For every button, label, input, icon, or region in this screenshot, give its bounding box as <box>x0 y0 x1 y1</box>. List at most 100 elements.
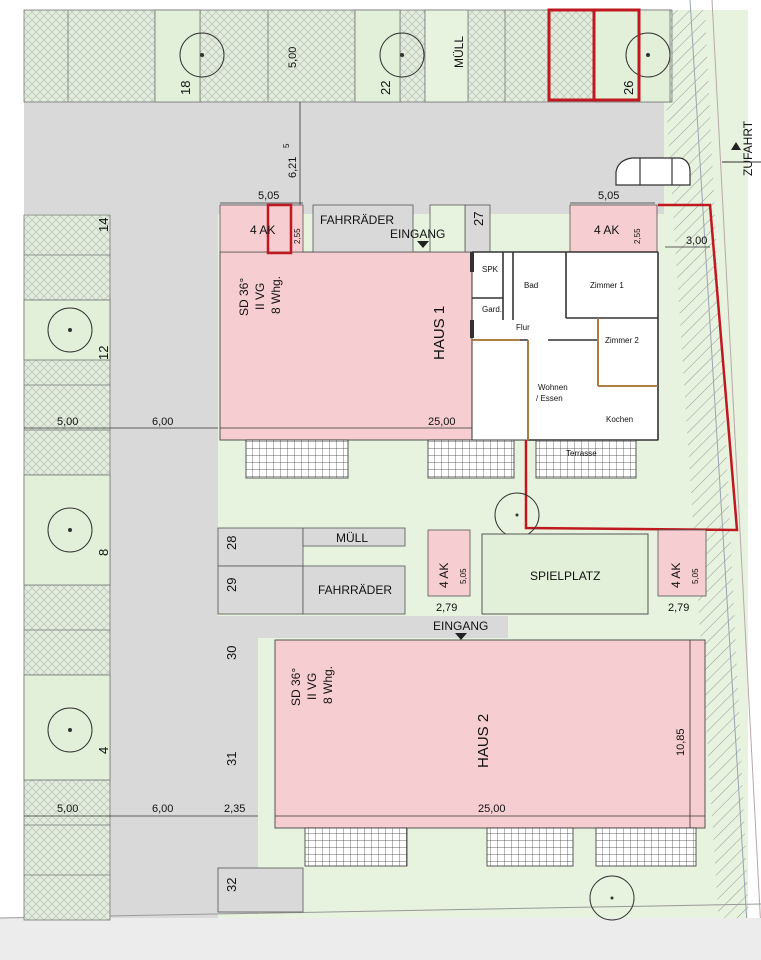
tree-box-left-1 <box>23 299 111 361</box>
tree-box-left-2 <box>23 474 111 586</box>
parking-top <box>23 9 673 103</box>
floorplan-kochen: Kochen <box>606 415 633 424</box>
haus1-fahrraeder-label: FAHRRÄDER <box>320 213 394 227</box>
haus2-units: 8 Whg. <box>321 666 335 704</box>
zufahrt-arrow-icon <box>731 142 741 150</box>
dim-top-500: 5,00 <box>287 47 299 68</box>
ak-middle-left <box>427 529 471 597</box>
tree-circle-mid-center <box>515 513 519 517</box>
dim-1085: 10,85 <box>675 728 687 756</box>
floorplan-wohnen: Wohnen <box>538 383 568 392</box>
boundary-line <box>689 0 749 941</box>
haus1-number-27: 27 <box>471 212 486 226</box>
dim-621-sup: 5 <box>282 143 291 148</box>
spielplatz-label: SPIELPLATZ <box>530 569 600 583</box>
path-eingang-2 <box>218 616 508 638</box>
parking-number-4: 4 <box>96 747 111 754</box>
haus1-eingang-arrow-icon <box>417 241 429 248</box>
tree-box-left-3 <box>23 674 111 781</box>
ak-middle-right-label: 4 AK <box>669 563 683 588</box>
dim-255-b: 2,55 <box>633 228 642 244</box>
haus1-footprint <box>219 251 521 441</box>
road-line <box>711 0 761 931</box>
floorplan-zimmer1: Zimmer 1 <box>590 281 624 290</box>
parking-number-18: 18 <box>178 81 193 95</box>
haus2-floors: II VG <box>305 673 319 700</box>
dim-505-a: 5,05 <box>258 190 279 202</box>
haus2-footprint <box>274 639 706 829</box>
dim-bottom-235: 2,35 <box>224 803 245 815</box>
haus1-ak-left <box>219 204 304 253</box>
muell-middle-label: MÜLL <box>336 531 368 545</box>
number-28: 28 <box>224 536 239 550</box>
box-29 <box>217 565 304 615</box>
haus1-roof: SD 36° <box>237 278 251 316</box>
haus1-entrance-box <box>429 204 466 253</box>
floorplan-flur: Flur <box>516 323 530 332</box>
tree-circles-top <box>179 32 671 78</box>
dim-255-a: 2,55 <box>293 228 302 244</box>
tree-box-top-2 <box>354 9 401 103</box>
haus1-ak-left-label: 4 AK <box>250 223 275 237</box>
number-29: 29 <box>224 578 239 592</box>
terrace-h2-3 <box>595 827 697 867</box>
dim-left-500: 5,00 <box>57 416 78 428</box>
parking-number-26: 26 <box>621 81 636 95</box>
dim-left-600: 6,00 <box>152 416 173 428</box>
highlight-bay-2 <box>592 8 641 102</box>
highlight-plot-outline <box>524 203 739 532</box>
dim-621: 6,21 <box>287 157 299 178</box>
car-icon <box>615 157 691 186</box>
terrace-h1-3 <box>535 439 637 479</box>
haus1-ak-right-label: 4 AK <box>594 223 619 237</box>
tree-box-top-3 <box>594 9 671 103</box>
zufahrt-hatch <box>660 10 750 940</box>
dim-2500-h2: 25,00 <box>478 803 506 815</box>
bottom-road <box>0 918 761 960</box>
muell-middle-box <box>302 527 406 547</box>
parking-number-8: 8 <box>96 549 111 556</box>
dim-300: 3,00 <box>686 235 707 247</box>
dim-bottom-600: 6,00 <box>152 803 173 815</box>
floorplan-spk: SPK <box>482 265 499 274</box>
ak-middle-right <box>657 529 707 597</box>
dim-505-b: 5,05 <box>598 190 619 202</box>
muell-top-label: MÜLL <box>452 36 466 68</box>
floorplan-bad: Bad <box>524 281 538 290</box>
tree-box-top-1 <box>154 9 201 103</box>
terrace-h1-2 <box>427 439 515 479</box>
eingang-middle-arrow-icon <box>455 633 467 640</box>
parking-number-12: 12 <box>96 346 111 360</box>
box-32 <box>217 867 304 913</box>
box-28 <box>217 527 304 567</box>
dim-505-d: 5,05 <box>691 568 700 584</box>
haus1-fahrraeder-box <box>312 204 414 253</box>
number-30: 30 <box>224 646 239 660</box>
haus1-name: HAUS 1 <box>431 306 448 360</box>
floorplan-essen: / Essen <box>536 394 563 403</box>
spielplatz-box <box>481 533 649 615</box>
haus1-floors: II VG <box>253 283 267 310</box>
haus2-name: HAUS 2 <box>475 714 492 768</box>
fahrraeder-middle-box <box>302 565 406 615</box>
terrace-h1-1 <box>245 439 349 479</box>
dim-279-b: 2,79 <box>668 602 689 614</box>
bottom-road-line <box>0 903 761 919</box>
tree-circle-bottom-center <box>610 896 614 900</box>
tree-circle-bottom <box>589 875 635 921</box>
muell-top-box <box>424 9 469 103</box>
haus1-eingang-label: EINGANG <box>390 227 445 241</box>
floorplan-gard: Gard. <box>482 305 502 314</box>
haus1-units: 8 Whg. <box>269 276 283 314</box>
zufahrt-label: ZUFAHRT <box>741 120 755 176</box>
haus2-roof: SD 36° <box>289 668 303 706</box>
dim-bottom-500: 5,00 <box>57 803 78 815</box>
parking-number-22: 22 <box>378 81 393 95</box>
number-32: 32 <box>224 878 239 892</box>
terrace-h2-2 <box>486 827 574 867</box>
dim-2500-h1: 25,00 <box>428 416 456 428</box>
terrace-h2-1 <box>304 827 408 867</box>
dim-505-c: 5,05 <box>459 568 468 584</box>
ak-middle-left-label: 4 AK <box>437 563 451 588</box>
